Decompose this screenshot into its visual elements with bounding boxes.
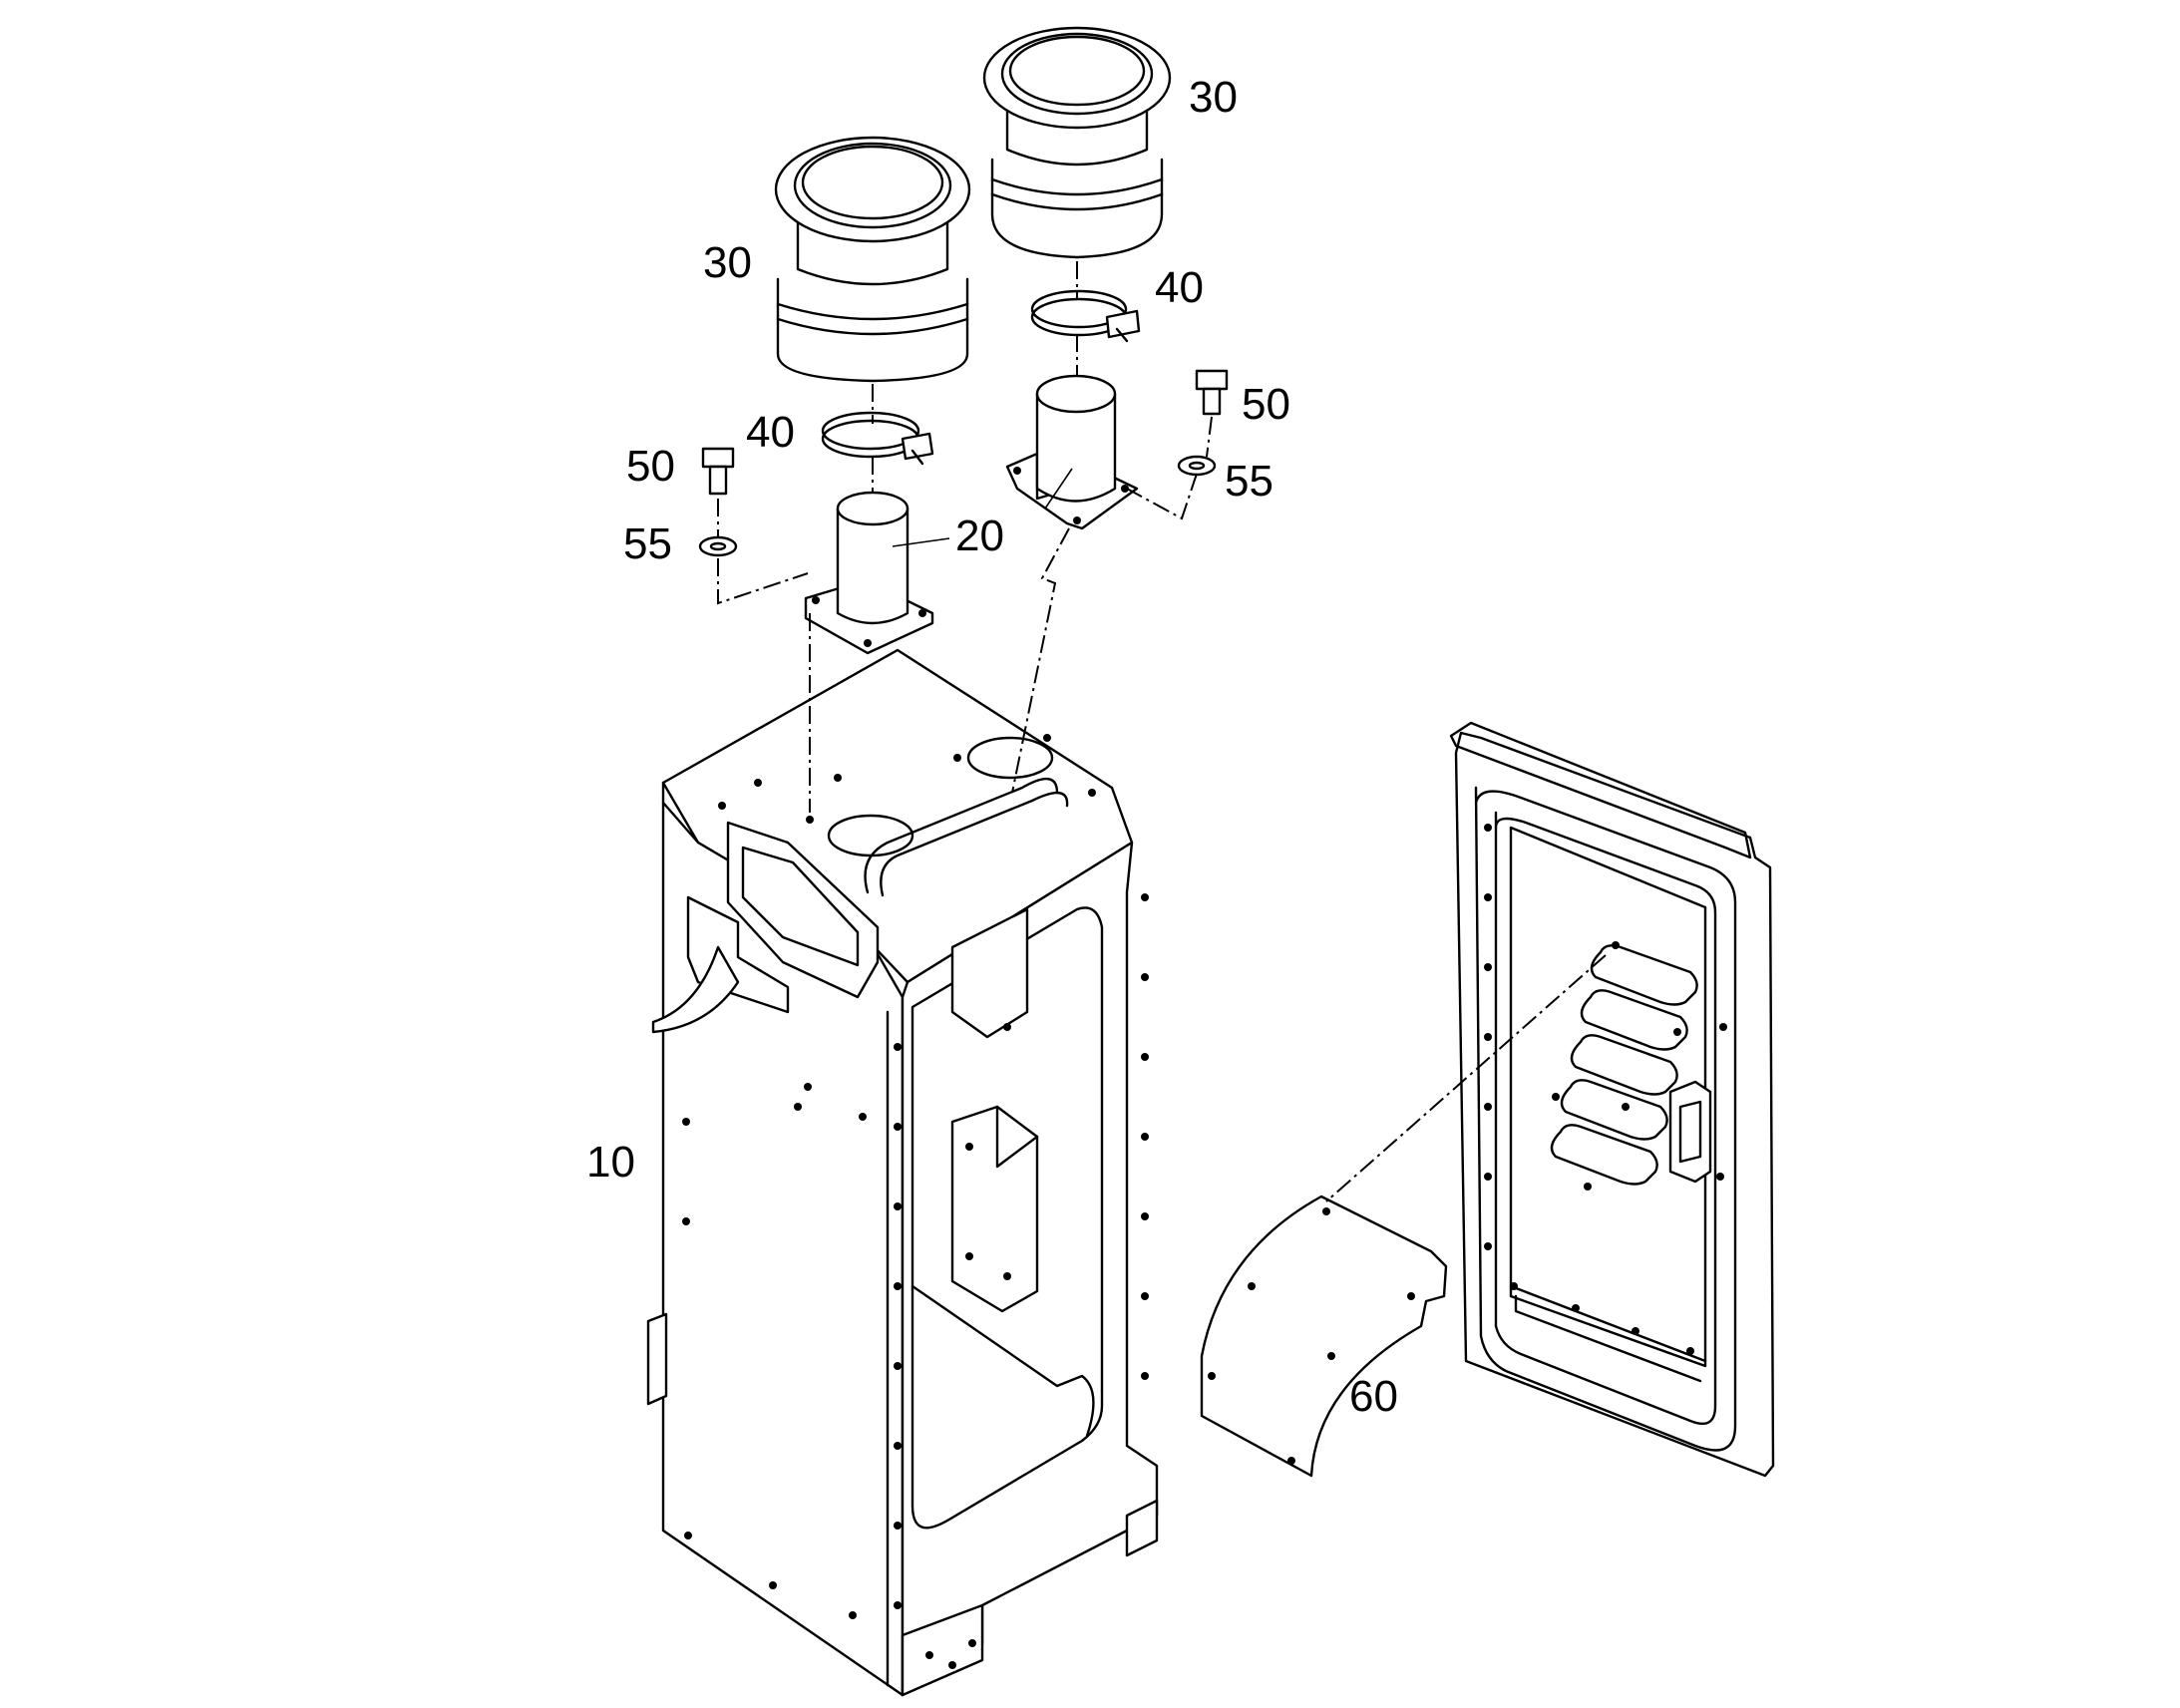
callout-50-left: 50 <box>626 442 675 491</box>
part-10-bolt-holes <box>682 734 1149 1669</box>
part-55-washer-left <box>698 535 738 557</box>
assembly-center-lines <box>717 261 1607 1202</box>
callout-55-right: 55 <box>1225 457 1273 506</box>
part-20-tube-right <box>1005 374 1139 530</box>
callout-30-left: 30 <box>703 238 752 287</box>
callout-10: 10 <box>586 1138 635 1187</box>
callout-20: 20 <box>955 512 1004 560</box>
part-30-cap-left <box>774 136 971 383</box>
door-bolt-holes <box>1484 824 1727 1355</box>
part-50-bolt-right <box>1195 369 1229 416</box>
part-40-clamp-right <box>1030 289 1141 343</box>
callout-labels: 10 20 30 30 40 40 50 50 55 55 60 <box>586 73 1398 1421</box>
part-40-clamp-left <box>821 411 934 466</box>
part-60-cover-plate <box>1200 1195 1448 1478</box>
callout-50-right: 50 <box>1242 380 1290 429</box>
part-20-tube-left <box>804 491 934 655</box>
part-55-washer-right <box>1177 455 1217 477</box>
part-30-cap-right <box>982 26 1172 259</box>
callout-40-left: 40 <box>746 408 795 457</box>
callout-55-left: 55 <box>623 519 672 568</box>
part-50-bolt-left <box>701 447 735 496</box>
callout-60: 60 <box>1349 1372 1398 1421</box>
door-panel <box>1449 721 1775 1478</box>
part-10-housing <box>646 648 1159 1697</box>
callout-30-right: 30 <box>1189 73 1238 122</box>
door-vent-slots <box>1550 944 1698 1186</box>
callout-40-right: 40 <box>1155 263 1204 312</box>
